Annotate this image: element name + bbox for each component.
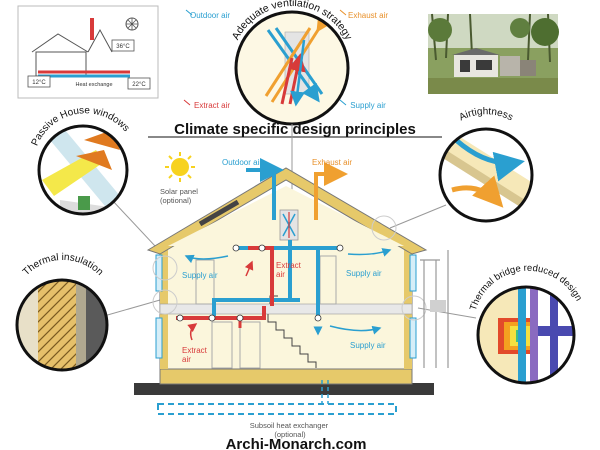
vent-exhaust-air-label: Exhaust air [348,11,388,20]
house-cross-section [103,124,477,415]
thermal-bridge-callout: Thermal bridge reduced design [468,263,584,385]
subsoil-label-line2: (optional) [274,430,306,439]
temp-attic: 36°C [116,44,130,50]
temp-inside: 22°C [132,82,146,88]
subsoil-label-line1: Subsoil heat exchanger [250,421,329,430]
house-photo [428,13,559,94]
vent-extract-air-label: Extract air [194,101,230,110]
house-exhaust-air-label: Exhaust air [312,158,352,167]
solar-panel-label-line2: (optional) [160,196,192,205]
heat-exchange-label: Heat exchange [76,82,113,88]
supply-air-left-label: Supply air [182,271,218,280]
subsoil-label: Subsoil heat exchanger (optional) [250,421,330,439]
solar-panel-label-line1: Solar panel [160,187,198,196]
subsoil-heat-exchanger [157,380,397,415]
fan-icon [125,17,139,31]
solar-panel-label: Solar panel (optional) [160,187,200,205]
extract-air-lower-line1: Extract [182,346,208,355]
extract-air-upper-line2: air [276,270,285,279]
extract-air-upper-line1: Extract [276,261,302,270]
thermal-insulation-callout: Thermal insulation [15,252,109,372]
extract-air-lower-line2: air [182,355,191,364]
thermal-insulation-title: Thermal insulation [21,252,105,278]
sun-icon [165,152,195,182]
solar-panel [198,199,240,227]
airtightness-title: Airtightness [457,106,514,123]
temp-outside: 12°C [32,80,46,86]
supply-air-right-upper-label: Supply air [346,269,382,278]
ventilation-strategy-callout: Adequate ventilation strategy Outdoor ai… [183,0,388,126]
house-outdoor-air-label: Outdoor air [222,158,262,167]
extract-air-lower-label: Extract air [182,346,209,364]
extract-air-upper-label: Extract air [276,261,303,279]
watermark-text: Archi-Monarch.com [226,436,367,450]
vent-outdoor-air-label: Outdoor air [190,11,230,20]
vent-supply-air-label: Supply air [350,101,386,110]
supply-air-right-lower-label: Supply air [350,341,386,350]
page-title: Climate specific design principles [174,121,416,138]
airtightness-callout: Airtightness [438,106,534,223]
heat-exchange-sketch: 36°C 12°C 22°C Heat exchange [17,5,159,99]
windows-callout: Passive House windows [30,105,131,216]
